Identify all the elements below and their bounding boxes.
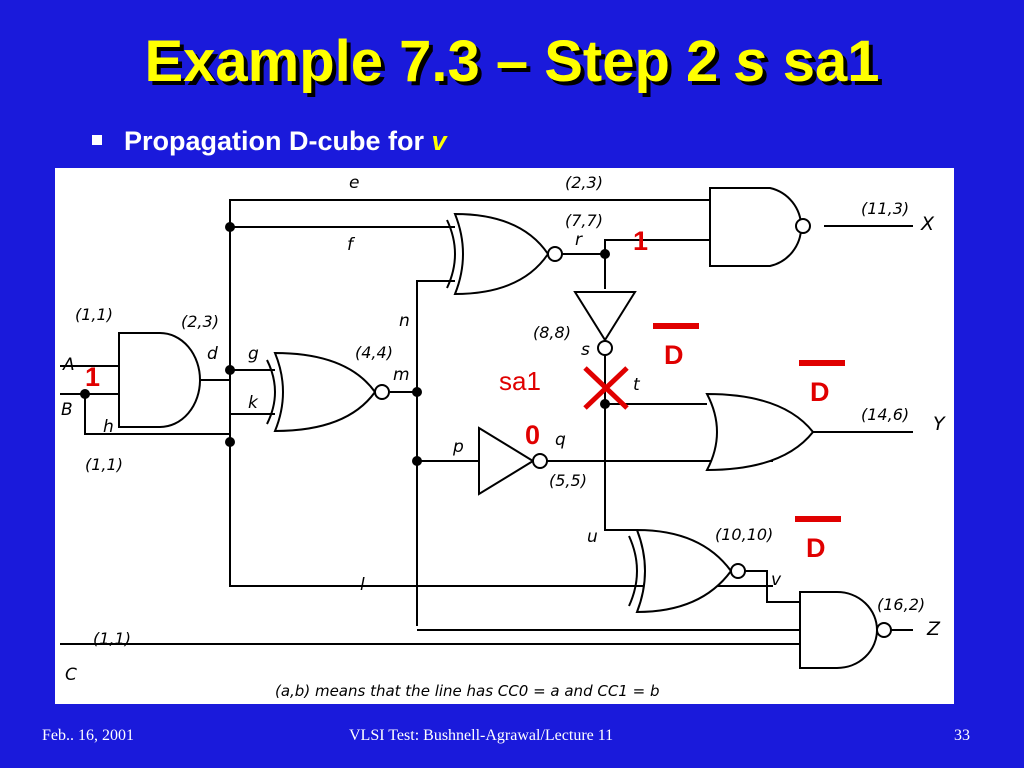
footer-date: Feb.. 16, 2001 — [42, 727, 134, 744]
value-r-one: 1 — [633, 226, 648, 256]
footer-page-number: 33 — [954, 727, 970, 744]
signal-label-d: d — [207, 344, 218, 364]
signal-label-r: r — [575, 230, 583, 250]
xnor-gate-v — [635, 528, 733, 614]
output-label-z: Z — [926, 618, 941, 640]
dbar-v: D — [806, 533, 826, 563]
nand-gate-z — [799, 591, 878, 669]
nand-bubble-z — [876, 622, 892, 638]
nand-gate-x — [709, 187, 803, 267]
or-gate-y — [705, 392, 815, 472]
xnor-extra-arc-v — [628, 535, 638, 607]
slide-title: Example 7.3 – Step 2 s sa1 — [144, 29, 880, 94]
xnor-bubble-r — [547, 246, 563, 262]
cc-label-z: (16,2) — [877, 595, 925, 614]
dbar-t: D — [810, 377, 830, 407]
cc-label-e: (2,3) — [565, 173, 603, 192]
cc-label-r: (7,7) — [565, 211, 603, 230]
cc-label-s: (8,8) — [533, 323, 571, 342]
bullet-variable: v — [431, 126, 447, 156]
signal-label-t: t — [633, 375, 641, 395]
signal-label-f: f — [347, 235, 356, 255]
output-label-x: X — [920, 213, 935, 235]
xnor-bubble-m — [374, 384, 390, 400]
cc-label-c: (1,1) — [93, 629, 131, 648]
signal-label-p: p — [452, 437, 464, 457]
cc-label-ab-in: (1,1) — [75, 305, 113, 324]
signal-label-e: e — [349, 173, 359, 193]
output-label-y: Y — [933, 413, 946, 435]
input-label-a: A — [62, 355, 75, 375]
signal-label-h: h — [103, 417, 114, 437]
xnor-extra-arc-r — [446, 219, 456, 289]
cc-label-d: (2,3) — [181, 312, 219, 331]
signal-label-k: k — [248, 393, 259, 413]
xnor-extra-arc-m — [266, 359, 276, 425]
controllability-labels: (1,1) (2,3) (1,1) (2,3) (7,7) (11,3) (4,… — [75, 173, 925, 700]
not-bubble-q — [532, 453, 548, 469]
cc-label-h: (1,1) — [85, 455, 123, 474]
footer-course: VLSI Test: Bushnell-Agrawal/Lecture 11 — [349, 727, 614, 744]
signal-label-g: g — [248, 344, 259, 364]
bullet-text: Propagation D-cube for — [124, 126, 432, 156]
nand-bubble-x — [795, 218, 811, 234]
bullet-square-icon — [92, 134, 102, 145]
xnor-gate-r — [453, 212, 550, 296]
signal-labels: A B C X Y Z d e f g h k l m n p q r s t … — [61, 173, 946, 685]
signal-label-l: l — [360, 575, 365, 595]
cc-label-q: (5,5) — [549, 471, 587, 490]
circuit-diagram: A B C X Y Z d e f g h k l m n p q r s t … — [60, 173, 946, 700]
not-gate-q — [478, 426, 535, 496]
not-gate-s — [573, 291, 637, 342]
signal-label-n: n — [399, 311, 410, 331]
bullet-point: Propagation D-cube for v — [92, 126, 447, 157]
fault-label-sa1: sa1 — [499, 366, 541, 396]
title-variable: s — [734, 29, 767, 94]
value-q-zero: 0 — [525, 420, 540, 450]
and-gate-d — [118, 332, 201, 428]
dbar-overline-t — [799, 360, 845, 366]
cc-label-x: (11,3) — [861, 199, 909, 218]
fault-annotations: 1 1 0 sa1 D D D — [85, 226, 845, 563]
dbar-s: D — [664, 340, 684, 370]
input-label-b: B — [61, 400, 73, 420]
cc-label-m: (4,4) — [355, 343, 393, 362]
wires — [60, 199, 913, 645]
signal-label-m: m — [393, 365, 410, 385]
xnor-gate-m — [273, 351, 377, 433]
junction-dots — [80, 222, 610, 466]
value-b-one: 1 — [85, 362, 100, 392]
cc-label-y: (14,6) — [861, 405, 909, 424]
input-label-c: C — [65, 665, 77, 685]
gates — [118, 187, 892, 669]
dbar-overline-s — [653, 323, 699, 329]
fault-x-icon — [583, 366, 629, 410]
circuit-diagram-panel: A B C X Y Z d e f g h k l m n p q r s t … — [55, 168, 954, 704]
signal-label-v: v — [771, 570, 782, 590]
cc-caption: (a,b) means that the line has CC0 = a an… — [275, 682, 659, 700]
dbar-overline-v — [795, 516, 841, 522]
cc-label-v: (10,10) — [715, 525, 773, 544]
xnor-bubble-v — [730, 563, 746, 579]
signal-label-s: s — [581, 340, 590, 360]
signal-label-q: q — [555, 430, 566, 450]
not-bubble-s — [597, 340, 613, 356]
signal-label-u: u — [587, 527, 598, 547]
